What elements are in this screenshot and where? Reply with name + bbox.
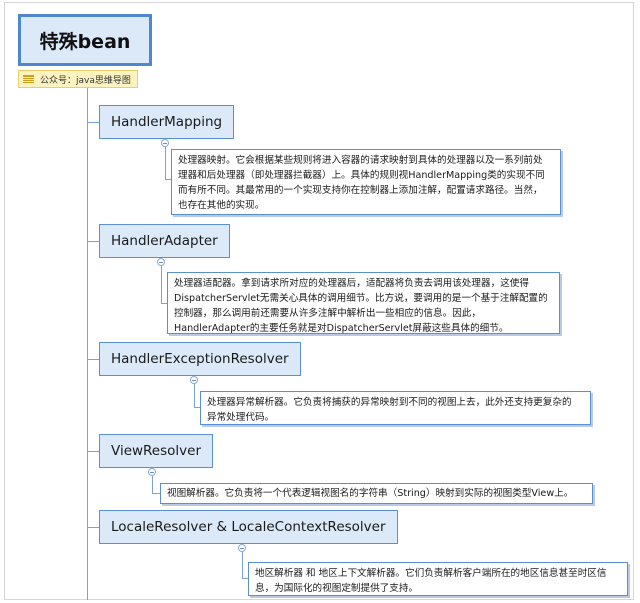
collapse-toggle[interactable] (161, 139, 169, 147)
description-box: 视图解析器。它负责将一个代表逻辑视图名的字符串（String）映射到实际的视图类… (160, 483, 593, 504)
description-box: 处理器映射。它会根据某些规则将进入容器的请求映射到具体的处理器以及一系列前处 理… (171, 149, 561, 215)
branch-line (87, 241, 99, 242)
description-box: 处理器适配器。拿到请求所对应的处理器后，适配器将负责去调用该处理器，这使得 Di… (167, 272, 560, 334)
topic-handler-exception-resolver[interactable]: HandlerExceptionResolver (99, 342, 301, 376)
description-line: 也存在其他的实现。 (178, 200, 265, 211)
note-text: 公众号：java思维导图 (40, 75, 131, 86)
mindmap-frame (4, 2, 634, 600)
description-line: 而有所不同。其最常用的一个实现支持你在控制器上添加注解，配置请求路径。当然， (178, 185, 543, 196)
topic-handler-mapping[interactable]: HandlerMapping (99, 105, 235, 139)
topic-view-resolver[interactable]: ViewResolver (99, 434, 214, 468)
description-line: DispatcherServlet无需关心具体的调用细节。比方说，要调用的是一个… (174, 293, 548, 304)
description-line: 异常处理代码。 (207, 412, 275, 423)
description-line: 处理器适配器。拿到请求所对应的处理器后，适配器将负责去调用该处理器，这使得 (174, 278, 529, 289)
topic-label: HandlerAdapter (111, 233, 218, 249)
branch-line (87, 451, 99, 452)
description-line: HandlerAdapter的主要任务就是对DispatcherServlet屏… (174, 323, 509, 334)
connector-line (242, 552, 243, 578)
connector-line (165, 147, 166, 179)
connector-line (194, 407, 200, 408)
description-box: 处理器异常解析器。它负责将捕获的异常映射到不同的视图上去，此外还支持更复杂的 异… (200, 391, 591, 425)
collapse-toggle[interactable] (157, 258, 165, 266)
description-line: 理器和后处理器（即处理器拦截器）上。具体的规则视HandlerMapping类的… (178, 170, 545, 181)
topic-label: ViewResolver (111, 443, 202, 459)
branch-line (87, 527, 99, 528)
collapse-toggle[interactable] (238, 544, 246, 552)
branch-line (87, 122, 99, 123)
description-line: 处理器异常解析器。它负责将捕获的异常映射到不同的视图上去，此外还支持更复杂的 (207, 397, 572, 408)
topic-label: LocaleResolver & LocaleContextResolver (111, 519, 386, 535)
root-topic[interactable]: 特殊bean (18, 14, 152, 66)
collapse-toggle[interactable] (148, 468, 156, 476)
description-line: 息，为国际化的视图定制提供了支持。 (255, 583, 419, 594)
topic-label: HandlerMapping (111, 114, 223, 130)
topic-locale-resolver[interactable]: LocaleResolver & LocaleContextResolver (99, 510, 398, 544)
connector-line (152, 493, 160, 494)
connector-line (152, 476, 153, 493)
connector-line (165, 179, 171, 180)
description-line: 地区解析器 和 地区上下文解析器。它们负责解析客户端所在的地区信息甚至时区信 (255, 568, 607, 579)
description-line: 视图解析器。它负责将一个代表逻辑视图名的字符串（String）映射到实际的视图类… (167, 488, 574, 499)
root-topic-label: 特殊bean (39, 30, 131, 53)
note-badge[interactable]: 公众号：java思维导图 (18, 70, 138, 88)
tree-trunk-line (87, 88, 88, 600)
topic-handler-adapter[interactable]: HandlerAdapter (99, 224, 230, 258)
description-box: 地区解析器 和 地区上下文解析器。它们负责解析客户端所在的地区信息甚至时区信 息… (248, 562, 628, 596)
collapse-toggle[interactable] (190, 376, 198, 384)
description-line: 控制器，那么调用前还需要从许多注解中解析出一些相应的信息。因此， (174, 308, 481, 319)
note-icon (23, 74, 34, 84)
connector-line (242, 578, 248, 579)
branch-line (87, 359, 99, 360)
connector-line (161, 303, 167, 304)
description-line: 处理器映射。它会根据某些规则将进入容器的请求映射到具体的处理器以及一系列前处 (178, 155, 543, 166)
topic-label: HandlerExceptionResolver (111, 351, 289, 367)
connector-line (161, 266, 162, 303)
connector-line (194, 384, 195, 407)
